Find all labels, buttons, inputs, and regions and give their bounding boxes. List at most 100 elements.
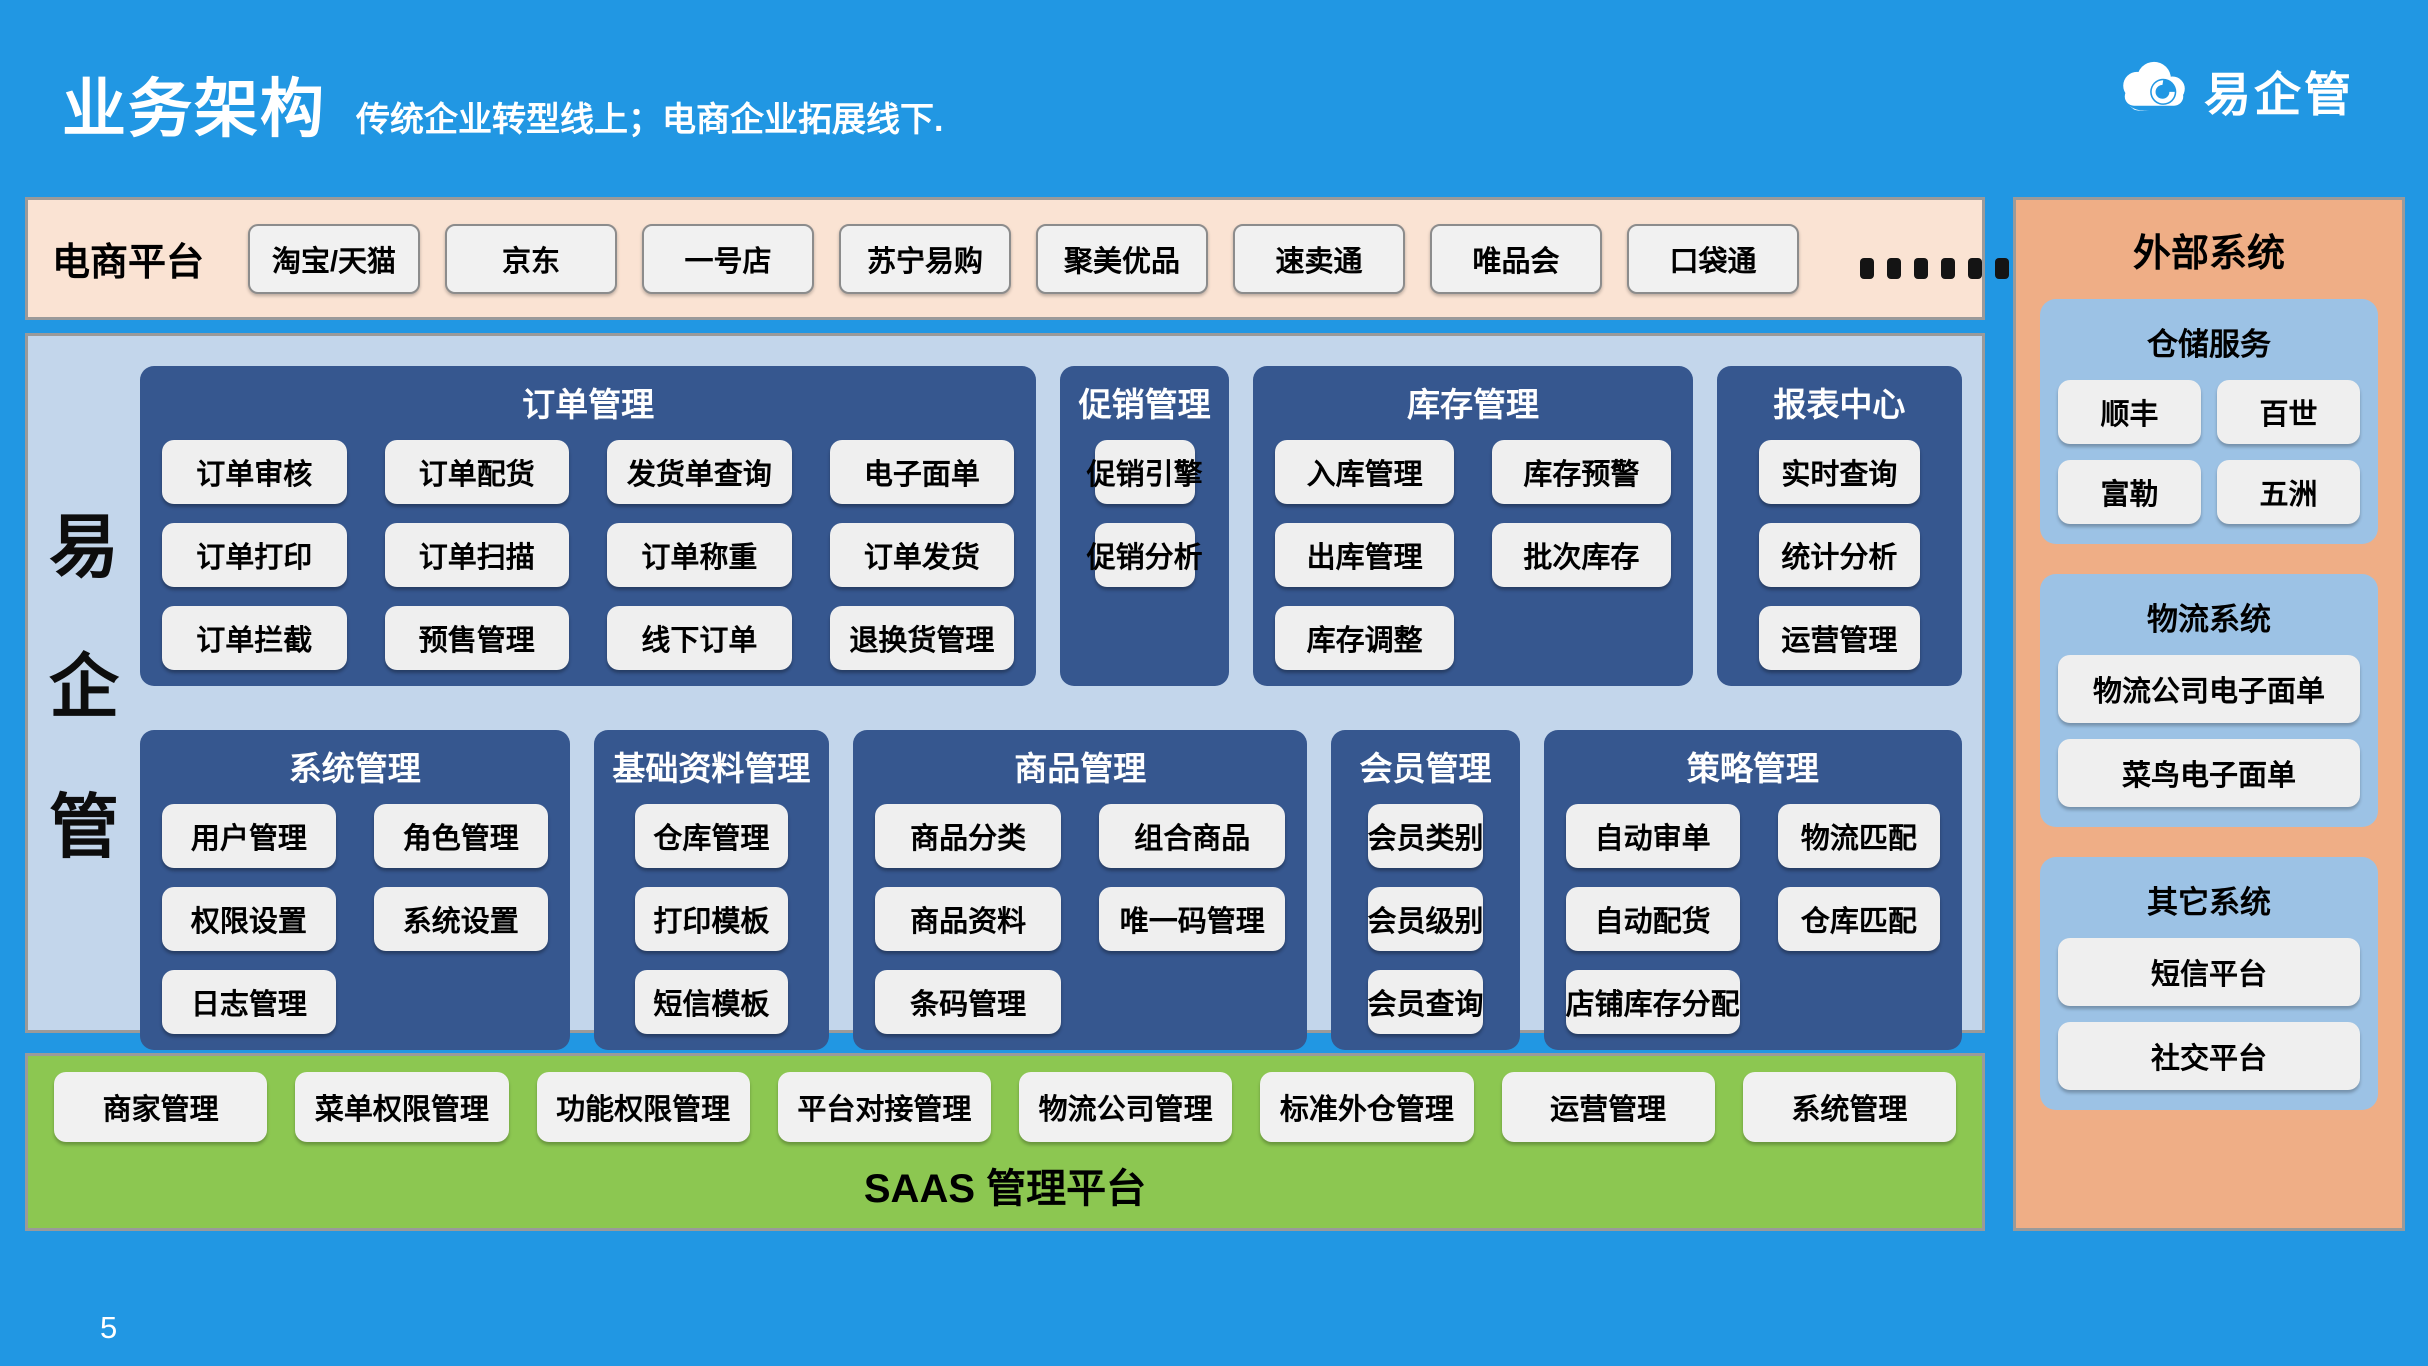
module-button[interactable]: 库存预警 — [1492, 440, 1671, 504]
module-button[interactable]: 条码管理 — [875, 970, 1061, 1034]
module-button[interactable]: 权限设置 — [162, 887, 336, 951]
module-block: 订单管理订单审核订单配货发货单查询电子面单订单打印订单扫描订单称重订单发货订单拦… — [140, 366, 1036, 686]
brand-vertical-char: 管 — [49, 792, 119, 862]
module-title: 促销管理 — [1060, 366, 1229, 430]
module-button[interactable]: 库存调整 — [1275, 606, 1454, 670]
module-button[interactable]: 退换货管理 — [830, 606, 1015, 670]
module-button[interactable]: 会员类别 — [1368, 804, 1484, 868]
module-button[interactable]: 店铺库存分配 — [1566, 970, 1740, 1034]
module-row: 系统管理用户管理角色管理权限设置系统设置日志管理基础资料管理仓库管理打印模板短信… — [140, 730, 1962, 1050]
module-button[interactable]: 订单打印 — [162, 523, 347, 587]
saas-button[interactable]: 功能权限管理 — [537, 1072, 750, 1142]
saas-button[interactable]: 商家管理 — [54, 1072, 267, 1142]
core-system-panel: 易企管 订单管理订单审核订单配货发货单查询电子面单订单打印订单扫描订单称重订单发… — [25, 333, 1985, 1033]
brand-vertical-char: 企 — [49, 652, 119, 722]
module-button[interactable]: 促销引擎 — [1095, 440, 1195, 504]
saas-button[interactable]: 物流公司管理 — [1019, 1072, 1232, 1142]
module-grid: 订单审核订单配货发货单查询电子面单订单打印订单扫描订单称重订单发货订单拦截预售管… — [140, 430, 1036, 686]
saas-button[interactable]: 菜单权限管理 — [295, 1072, 508, 1142]
platform-button[interactable]: 淘宝/天猫 — [248, 224, 420, 294]
platform-button[interactable]: 速卖通 — [1233, 224, 1405, 294]
saas-button[interactable]: 系统管理 — [1743, 1072, 1956, 1142]
module-button[interactable]: 打印模板 — [635, 887, 788, 951]
module-button[interactable]: 促销分析 — [1095, 523, 1195, 587]
module-grid: 仓库管理打印模板短信模板 — [594, 794, 830, 1050]
external-button[interactable]: 顺丰 — [2058, 380, 2201, 444]
module-rows: 订单管理订单审核订单配货发货单查询电子面单订单打印订单扫描订单称重订单发货订单拦… — [140, 366, 1962, 1008]
page-number: 5 — [100, 1310, 117, 1346]
platform-button[interactable]: 京东 — [445, 224, 617, 294]
external-button[interactable]: 短信平台 — [2058, 938, 2360, 1006]
module-button[interactable]: 线下订单 — [607, 606, 792, 670]
module-button[interactable]: 出库管理 — [1275, 523, 1454, 587]
module-button[interactable]: 入库管理 — [1275, 440, 1454, 504]
module-button[interactable]: 用户管理 — [162, 804, 336, 868]
module-button[interactable]: 物流匹配 — [1778, 804, 1940, 868]
module-button[interactable]: 会员级别 — [1368, 887, 1484, 951]
module-button[interactable]: 仓库匹配 — [1778, 887, 1940, 951]
saas-button[interactable]: 运营管理 — [1502, 1072, 1715, 1142]
platform-button[interactable]: 聚美优品 — [1036, 224, 1208, 294]
module-button[interactable]: 系统设置 — [374, 887, 548, 951]
external-button[interactable]: 菜鸟电子面单 — [2058, 739, 2360, 807]
module-button[interactable]: 自动审单 — [1566, 804, 1740, 868]
dot-icon — [1941, 258, 1955, 279]
external-button[interactable]: 五洲 — [2217, 460, 2360, 524]
module-button[interactable]: 订单扫描 — [385, 523, 570, 587]
module-button[interactable]: 发货单查询 — [607, 440, 792, 504]
module-button[interactable]: 日志管理 — [162, 970, 336, 1034]
module-button[interactable]: 订单配货 — [385, 440, 570, 504]
brand-vertical-label: 易企管 — [28, 366, 140, 1008]
external-systems-title: 外部系统 — [2040, 214, 2378, 299]
module-block: 会员管理会员类别会员级别会员查询 — [1331, 730, 1519, 1050]
module-grid: 促销引擎促销分析 — [1060, 430, 1229, 603]
module-button[interactable]: 订单发货 — [830, 523, 1015, 587]
external-button[interactable]: 社交平台 — [2058, 1022, 2360, 1090]
platform-button[interactable]: 唯品会 — [1430, 224, 1602, 294]
module-button[interactable]: 组合商品 — [1099, 804, 1285, 868]
external-section-title: 其它系统 — [2058, 865, 2360, 938]
external-button[interactable]: 百世 — [2217, 380, 2360, 444]
module-button[interactable]: 自动配货 — [1566, 887, 1740, 951]
platform-button[interactable]: 一号店 — [642, 224, 814, 294]
external-button[interactable]: 富勒 — [2058, 460, 2201, 524]
module-button[interactable]: 订单拦截 — [162, 606, 347, 670]
ecommerce-platform-label: 电商平台 — [52, 231, 204, 286]
module-title: 策略管理 — [1544, 730, 1962, 794]
module-button[interactable]: 角色管理 — [374, 804, 548, 868]
saas-button[interactable]: 平台对接管理 — [778, 1072, 991, 1142]
module-button[interactable]: 仓库管理 — [635, 804, 788, 868]
page-subtitle: 传统企业转型线上；电商企业拓展线下. — [356, 92, 943, 141]
platform-button[interactable]: 口袋通 — [1627, 224, 1799, 294]
module-button[interactable]: 运营管理 — [1759, 606, 1920, 670]
external-section: 仓储服务顺丰百世富勒五洲 — [2040, 299, 2378, 544]
external-button[interactable]: 物流公司电子面单 — [2058, 655, 2360, 723]
module-button[interactable]: 实时查询 — [1759, 440, 1920, 504]
module-button[interactable]: 商品分类 — [875, 804, 1061, 868]
module-grid: 会员类别会员级别会员查询 — [1331, 794, 1519, 1050]
dot-icon — [1887, 258, 1901, 279]
module-button[interactable]: 订单审核 — [162, 440, 347, 504]
module-block: 系统管理用户管理角色管理权限设置系统设置日志管理 — [140, 730, 570, 1050]
saas-button[interactable]: 标准外仓管理 — [1260, 1072, 1473, 1142]
module-block: 库存管理入库管理库存预警出库管理批次库存库存调整 — [1253, 366, 1693, 686]
module-button[interactable]: 订单称重 — [607, 523, 792, 587]
module-button[interactable]: 统计分析 — [1759, 523, 1920, 587]
module-row: 订单管理订单审核订单配货发货单查询电子面单订单打印订单扫描订单称重订单发货订单拦… — [140, 366, 1962, 686]
platform-button[interactable]: 苏宁易购 — [839, 224, 1011, 294]
external-systems-sidebar: 外部系统 仓储服务顺丰百世富勒五洲物流系统物流公司电子面单菜鸟电子面单其它系统短… — [2013, 197, 2405, 1231]
module-grid: 用户管理角色管理权限设置系统设置日志管理 — [140, 794, 570, 1050]
module-button[interactable]: 电子面单 — [830, 440, 1015, 504]
module-grid: 商品分类组合商品商品资料唯一码管理条码管理 — [853, 794, 1307, 1050]
module-button[interactable]: 短信模板 — [635, 970, 788, 1034]
module-button[interactable]: 批次库存 — [1492, 523, 1671, 587]
module-button[interactable]: 商品资料 — [875, 887, 1061, 951]
module-button[interactable]: 预售管理 — [385, 606, 570, 670]
module-button[interactable]: 会员查询 — [1368, 970, 1484, 1034]
external-grid: 顺丰百世富勒五洲 — [2058, 380, 2360, 524]
module-block: 基础资料管理仓库管理打印模板短信模板 — [594, 730, 830, 1050]
module-button[interactable]: 唯一码管理 — [1099, 887, 1285, 951]
module-block: 报表中心实时查询统计分析运营管理 — [1717, 366, 1962, 686]
module-title: 基础资料管理 — [594, 730, 830, 794]
external-section-title: 物流系统 — [2058, 582, 2360, 655]
